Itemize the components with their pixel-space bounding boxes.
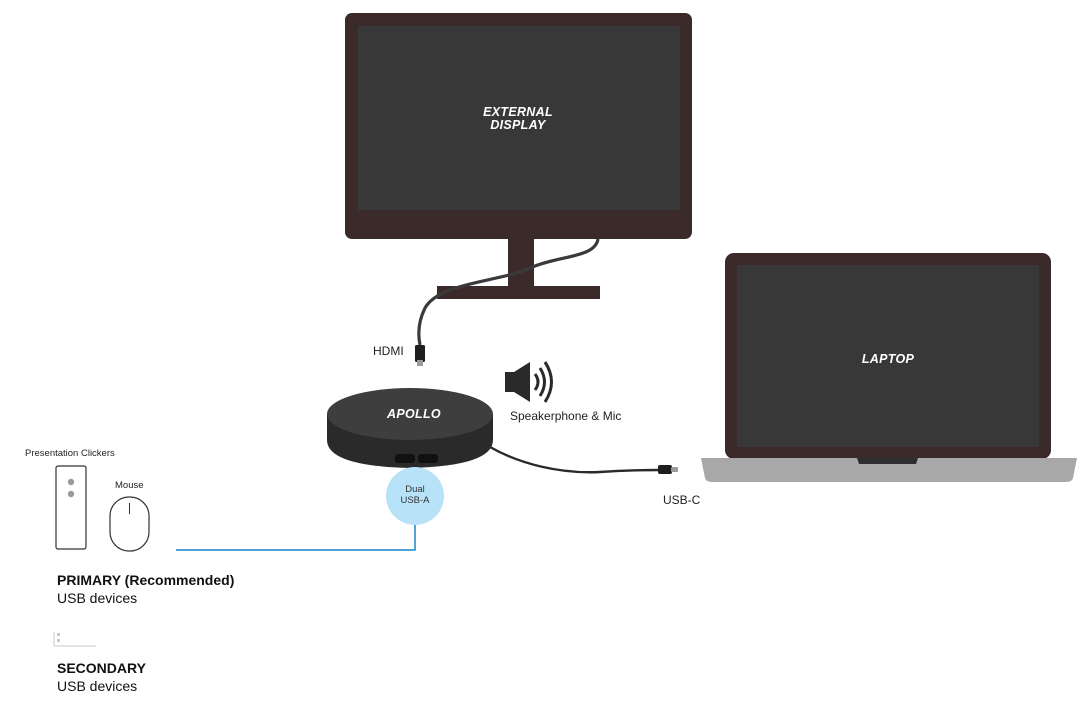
monitor-neck — [508, 239, 534, 287]
hdmi-label: HDMI — [373, 344, 404, 358]
usb-c-label: USB-C — [663, 493, 701, 507]
hub-label: APOLLO — [387, 407, 441, 421]
mouse-icon — [109, 496, 150, 552]
laptop-base — [701, 458, 1077, 482]
speaker-icon — [505, 361, 553, 403]
secondary-legend-title: SECONDARY — [57, 660, 146, 676]
secondary-legend-subtitle: USB devices — [57, 678, 138, 694]
laptop — [701, 253, 1077, 482]
presentation-clicker-icon — [55, 465, 87, 550]
secondary-line-swatch — [53, 632, 96, 647]
hdmi-plug-tip — [417, 360, 423, 366]
usb-port-right — [418, 454, 438, 463]
mouse-label: Mouse — [115, 480, 144, 491]
external-display — [345, 13, 692, 366]
monitor-base — [437, 286, 600, 299]
usb-c-plug — [658, 465, 672, 474]
hdmi-cable — [417, 238, 600, 346]
primary-legend-title: PRIMARY (Recommended) — [57, 572, 235, 588]
usb-port-left — [395, 454, 415, 463]
hub-top — [327, 388, 493, 440]
usb-c-cable — [489, 445, 678, 474]
usb-a-port-label: Dual USB-A — [400, 484, 430, 506]
usb-a-port-badge — [386, 467, 444, 525]
apollo-hub — [327, 388, 493, 468]
hdmi-plug — [415, 345, 425, 362]
primary-legend-subtitle: USB devices — [57, 590, 138, 606]
laptop-notch — [857, 458, 918, 464]
clickers-label: Presentation Clickers — [25, 448, 115, 459]
external-display-label: EXTERNAL DISPLAY — [483, 105, 553, 132]
usb-c-plug-tip — [671, 467, 678, 472]
primary-usb-line — [176, 525, 416, 551]
speakerphone-label: Speakerphone & Mic — [510, 409, 622, 423]
laptop-screen — [737, 265, 1039, 447]
monitor-screen — [358, 26, 680, 210]
laptop-label: LAPTOP — [861, 352, 915, 366]
